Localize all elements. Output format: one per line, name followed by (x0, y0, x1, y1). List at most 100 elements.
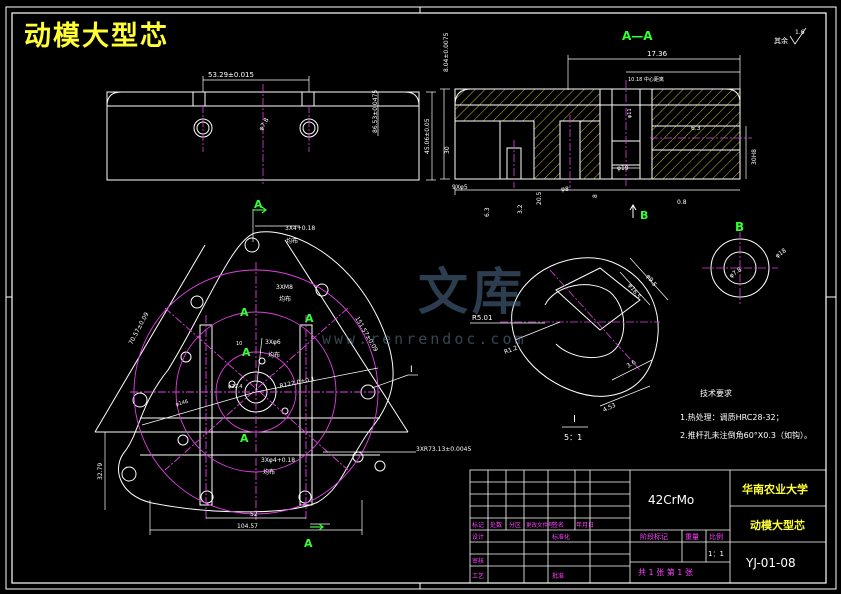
notes-line2: 2.推杆孔未注倒角60°X0.3（如钩）。 (680, 430, 812, 440)
title-block-grid (469, 469, 827, 584)
dim-plan-104: 104.57 (237, 523, 258, 530)
tb-scale-hdr: 比例 (709, 532, 723, 541)
tb-drawing-no: YJ-01-08 (745, 556, 796, 570)
dim-sec-9xphi5: 9Xφ5 (452, 184, 468, 191)
dim-sec-upper: 8.04±0.0075 (443, 32, 450, 72)
dim-sec-note: 10.18 中心距离 (628, 76, 664, 83)
view-b-title: B (735, 220, 744, 234)
tb-row-craft: 工艺 (472, 572, 484, 580)
front-view-dims (202, 76, 436, 181)
cut-marker-mid2: A (305, 312, 314, 325)
dim-sec-3-2: 3.2 (517, 204, 524, 214)
dim-det-f5: 4.53 (602, 402, 617, 414)
plan-view-dims (104, 209, 416, 535)
outer-frame (5, 6, 837, 590)
tb-col-sign: 签名 (552, 521, 564, 529)
dim-plan-32: 32.79 (97, 463, 104, 480)
dim-plan-3xphi: 3Xφ6 (265, 339, 281, 346)
tb-col-mark: 标记 (472, 521, 484, 529)
dim-plan-70: 70.57±0.09 (128, 311, 151, 346)
roughness-symbol-icon (789, 27, 807, 45)
section-title: A—A (622, 29, 653, 43)
dim-top-hole-dia: φ7.8 (258, 117, 271, 132)
dim-sec-phi8: φ8 (561, 186, 569, 193)
dim-plan-r122: R122.0±0.1 (279, 376, 316, 390)
tb-col-zone: 分区 (509, 521, 521, 529)
tb-sheets: 共 1 张 第 1 张 (638, 567, 693, 577)
plan-view-magenta (130, 262, 380, 520)
dim-plan-even2: 均布 (279, 295, 291, 303)
detail-callout: I (410, 365, 413, 375)
plan-view (94, 231, 409, 513)
dim-sec-8: 8 (592, 194, 599, 198)
detail-view-center (500, 269, 660, 371)
section-view (440, 55, 752, 195)
watermark-logo: 文库 (418, 263, 526, 321)
dim-plan-3x4b: 3Xφ4+0.18 (261, 457, 295, 464)
dim-plan-d3x: 3XR73.13±0.0045 (416, 446, 471, 453)
notes-line1: 1.热处理：调质HRC28-32； (680, 412, 784, 422)
cut-marker-top: A (254, 198, 263, 211)
tb-col-count: 处数 (490, 521, 502, 529)
tb-school: 华南农业大学 (742, 482, 808, 496)
b-arrow-icon (629, 204, 637, 218)
dim-sec-total: 17.36 (647, 50, 668, 58)
cut-marker-mid1: A (240, 306, 249, 319)
detail-label: I (573, 414, 576, 425)
front-view-center (202, 84, 310, 184)
detail-leader (371, 374, 418, 389)
dim-sec-6-3a: 6.3 (484, 207, 491, 217)
tb-row-review: 审核 (472, 557, 484, 565)
detail-dims (470, 257, 669, 407)
dim-det-f4: 3.6 (626, 359, 638, 370)
view-b-center (702, 232, 778, 304)
roughness-value: 1.6 (795, 29, 805, 36)
detail-scale: 5：1 (564, 433, 582, 442)
dim-sec-30: 30 (444, 146, 451, 154)
detail-view (511, 257, 659, 397)
dim-b-phi18: φ18 (774, 247, 788, 259)
dim-sec-phi11: φ11 (627, 108, 633, 118)
dim-top-width: 53.29±0.015 (208, 71, 254, 79)
cut-marker-bottom: A (304, 537, 313, 550)
tb-row-std: 标准化 (552, 533, 570, 541)
dim-sec-phi19: φ19 (617, 165, 629, 172)
b-arrow-label: B (640, 209, 648, 222)
dim-det-r5: R5.01 (472, 314, 492, 322)
dim-plan-3x4: 3X4+0.18 (285, 225, 315, 232)
dim-plan-even3: 均布 (268, 351, 280, 359)
dim-det-f1: φ9.5 (644, 273, 658, 288)
dim-det-f3: R1.2 (503, 345, 518, 356)
tb-col-change: 更改文件号 (526, 521, 554, 529)
dim-plan-even4: 均布 (263, 468, 275, 476)
dim-plan-52: 52 (250, 511, 258, 518)
cut-marker-mid4: A (240, 432, 249, 445)
dim-top-height: 45.06±0.05 (424, 118, 431, 154)
dim-plan-3xm8: 3XM8 (276, 284, 293, 291)
cut-marker-mid3: A (242, 346, 251, 359)
dim-plan-phi146: φ146 (175, 399, 189, 408)
dim-sec-20-5: 20.5 (536, 191, 543, 205)
dim-plan-phi: φ22.4 (228, 384, 242, 390)
watermark-url: www.renrendoc.com (322, 330, 527, 348)
dim-sec-depth: 30H8 (751, 149, 758, 165)
tb-col-date: 年月日 (576, 521, 594, 529)
tb-weight: 重量 (685, 533, 699, 541)
dim-top-pitch: 86.53±0.0475 (372, 90, 379, 133)
dim-plan-even1: 均布 (286, 237, 298, 245)
inner-frame (11, 12, 827, 584)
dim-sec-6-3b: 6.3 (691, 125, 701, 132)
dim-plan-10: 10 (236, 341, 242, 347)
tb-scale-val: 1：1 (708, 550, 724, 558)
tb-row-design: 设计 (472, 533, 484, 541)
tb-material: 42CrMo (648, 493, 694, 507)
roughness-other: 其余 (774, 36, 788, 45)
cut-marker-arrows (253, 206, 324, 531)
tb-row-approve: 批准 (552, 572, 564, 580)
dim-sec-0-8: 0.8 (677, 199, 687, 206)
notes-heading: 技术要求 (700, 388, 732, 398)
drawing-title: 动模大型芯 (24, 21, 169, 52)
tb-stage-mark: 阶段标记 (640, 532, 668, 541)
